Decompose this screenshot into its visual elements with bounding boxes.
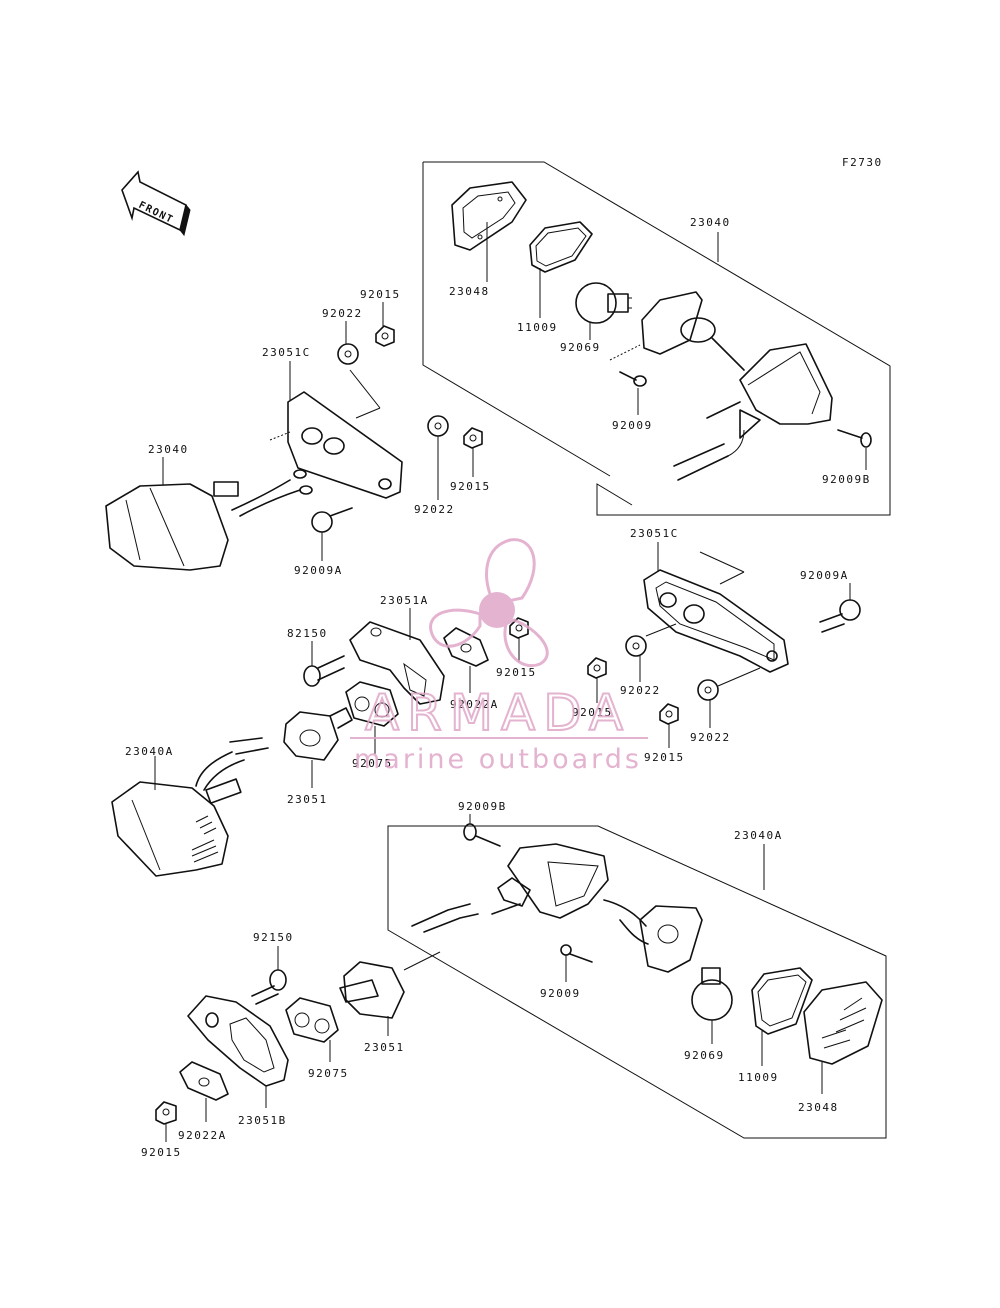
turn-signal-body-23040-top [706,343,833,439]
label-92015-right-a: 92015 [572,706,613,719]
figure-code: F2730 [842,156,883,169]
washer-92022-right-b [697,679,719,701]
bracket-23051b [187,995,289,1087]
nut-92015-mid [463,427,483,449]
bracket-23051a [349,621,445,705]
spacer-23051-bottom [339,961,405,1019]
label-82150-center: 82150 [287,627,328,640]
plate-92022a-center [443,627,489,667]
bracket-23051c-left [287,391,403,499]
screw-92009b-top [837,429,872,448]
turn-signal-body-23040-left [105,469,313,571]
bolt-92009a-right [819,599,861,633]
label-92015-center: 92015 [496,666,537,679]
screw-82150-center [303,655,345,687]
screw-92009-top [619,371,647,387]
label-92015-top: 92015 [360,288,401,301]
nut-92015-right-b [659,703,679,725]
label-23051c-right: 23051C [630,527,679,540]
label-23040a-bottom: 23040A [734,829,783,842]
nut-92015-top [375,325,395,347]
label-92075-bottom: 92075 [308,1067,349,1080]
washer-92022-top [337,343,359,365]
label-23051a: 23051A [380,594,429,607]
label-23040a-left: 23040A [125,745,174,758]
nut-92015-bottom [155,1101,177,1125]
lens-23048 [451,181,527,251]
armada-watermark: ARMADA marine outboards [350,538,648,775]
screw-92150-bottom [251,969,287,1005]
label-92009-top: 92009 [612,419,653,432]
washer-92022-mid [427,415,449,437]
socket-housing [641,291,745,371]
bracket-23051c-right [643,569,789,673]
label-23048-bottom: 23048 [798,1101,839,1114]
label-92022a-center: 92022A [450,698,499,711]
nut-92015-right-a [587,657,607,679]
turn-signal-body-23040a-bottom [491,843,647,927]
label-23051c-left: 23051C [262,346,311,359]
lens-23048-bottom [803,981,883,1065]
socket-housing-bottom [619,905,703,973]
label-92022-top: 92022 [322,307,363,320]
label-92022-right-a: 92022 [620,684,661,697]
watermark-brand: ARMADA [365,684,631,742]
label-23040-top: 23040 [690,216,731,229]
top-assembly-frame [422,161,891,516]
nut-92015-center [509,617,529,639]
label-92015-mid: 92015 [450,480,491,493]
front-arrow-icon: FRONT [121,170,191,237]
wire-connectors-top [673,429,745,481]
label-92069-bottom: 92069 [684,1049,725,1062]
label-92015-right-b: 92015 [644,751,685,764]
label-23051b: 23051B [238,1114,287,1127]
turn-signal-body-23040a-left [111,737,269,877]
bolt-92009a-left [311,507,353,533]
grommet-92075-center [345,681,399,727]
plate-92022a-bottom [179,1061,229,1101]
label-92009a-right: 92009A [800,569,849,582]
label-23040-left: 23040 [148,443,189,456]
label-92150-bottom: 92150 [253,931,294,944]
spacer-23051-center [283,707,353,761]
label-92022-mid: 92022 [414,503,455,516]
label-92015-bottom: 92015 [141,1146,182,1159]
propeller-icon [429,538,549,668]
label-92022a-bottom: 92022A [178,1129,227,1142]
label-23048-top: 23048 [449,285,490,298]
label-92069-top: 92069 [560,341,601,354]
label-92075-center: 92075 [352,757,393,770]
gasket-11009-bottom [751,967,813,1035]
label-92009b-top: 92009B [822,473,871,486]
label-92009-bottom: 92009 [540,987,581,1000]
grommet-92075-bottom [285,997,339,1043]
bulb-92069 [575,282,632,324]
screw-92009b-bottom [463,823,501,847]
wire-connectors-bottom [411,903,479,933]
gasket-11009 [529,221,593,273]
label-92022-right-b: 92022 [690,731,731,744]
bulb-92069-bottom [691,967,733,1021]
label-92009a-left: 92009A [294,564,343,577]
label-11009-top: 11009 [517,321,558,334]
label-11009-bottom: 11009 [738,1071,779,1084]
lens-grid [191,815,219,863]
label-23051-bottom: 23051 [364,1041,405,1054]
label-92009b-bottom: 92009B [458,800,507,813]
watermark-tagline: marine outboards [354,744,642,775]
washer-92022-right-a [625,635,647,657]
bottom-assembly-frame [387,825,887,1139]
label-23051-center: 23051 [287,793,328,806]
